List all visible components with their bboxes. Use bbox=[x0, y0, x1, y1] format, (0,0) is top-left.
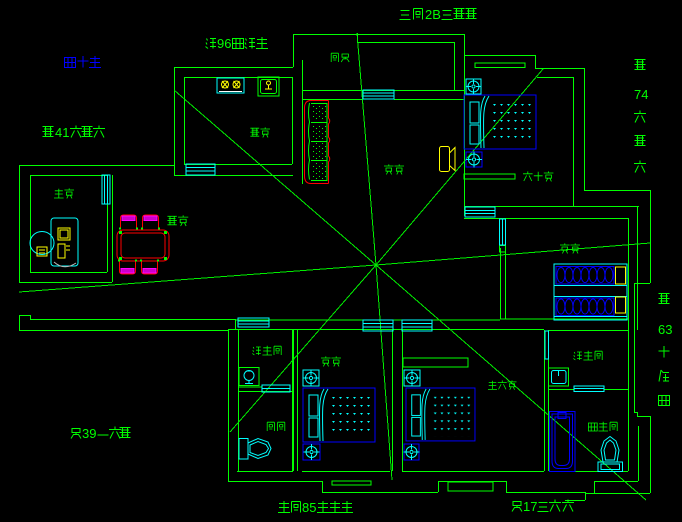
svg-text:96: 96 bbox=[217, 36, 231, 51]
svg-text:74: 74 bbox=[634, 87, 648, 102]
svg-text:41: 41 bbox=[55, 125, 69, 140]
svg-text:39: 39 bbox=[82, 426, 96, 441]
svg-text:17: 17 bbox=[523, 499, 537, 514]
svg-text:63: 63 bbox=[658, 322, 672, 337]
svg-text:2B: 2B bbox=[425, 7, 441, 22]
svg-text:85: 85 bbox=[302, 500, 316, 515]
